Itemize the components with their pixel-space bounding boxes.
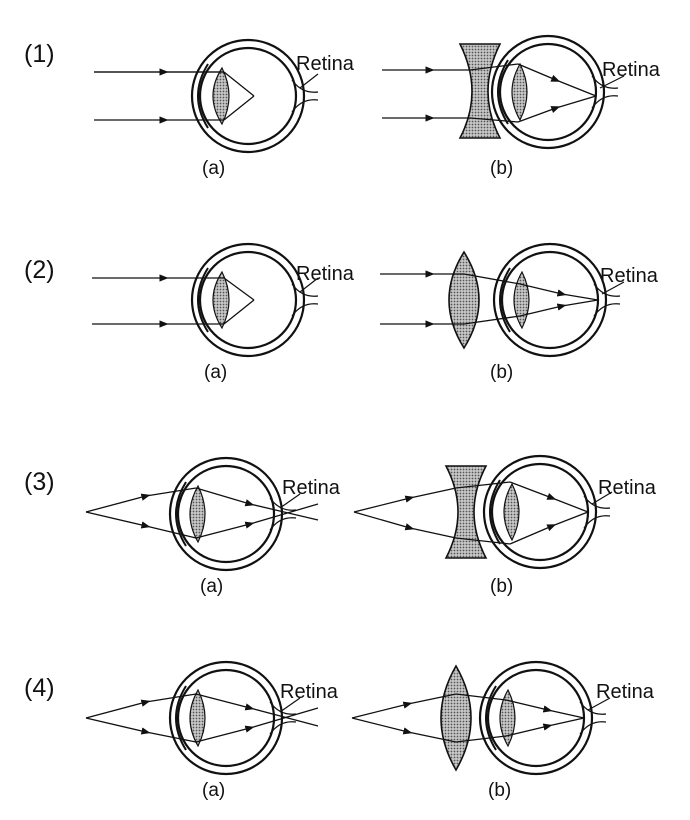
- eye-lens: [189, 484, 206, 544]
- eye-diagram-3a: [85, 456, 319, 572]
- eye-lens: [212, 66, 230, 126]
- cornea: [489, 479, 501, 545]
- retina-label: Retina: [596, 681, 655, 703]
- convex-lens: [440, 664, 472, 772]
- row-number: (4): [24, 674, 55, 702]
- row-2: (2) Retina (a): [24, 242, 659, 383]
- eye-diagram-4a: [85, 660, 319, 776]
- sub-label-a: (a): [200, 576, 223, 597]
- row-4: (4) Retina (a): [24, 660, 655, 801]
- eye-lens: [499, 688, 516, 748]
- sub-label-b: (b): [490, 576, 513, 597]
- eye-lens: [212, 270, 230, 330]
- eye-lens: [513, 270, 530, 330]
- retina-label: Retina: [602, 59, 661, 81]
- concave-lens: [444, 465, 488, 559]
- retina-label: Retina: [280, 681, 339, 703]
- eye-lens: [503, 482, 520, 542]
- retina-label: Retina: [282, 477, 341, 499]
- sub-label-a: (a): [204, 362, 227, 383]
- concave-lens: [458, 43, 502, 139]
- sub-label-a: (a): [202, 158, 225, 179]
- sub-label-b: (b): [488, 780, 511, 801]
- eye-diagram-3b: [353, 454, 613, 570]
- cornea: [197, 267, 209, 333]
- row-3: (3) Retina (a): [24, 454, 657, 597]
- eye-lens: [189, 688, 206, 748]
- eye-diagram-1a: [94, 38, 319, 154]
- retina-label: Retina: [600, 265, 659, 287]
- retina-label: Retina: [296, 53, 355, 75]
- eye-diagram-2a: [92, 242, 319, 358]
- cornea: [175, 685, 187, 751]
- eye-lens: [511, 62, 528, 122]
- eye-diagram-1b: [382, 34, 625, 150]
- row-number: (3): [24, 468, 55, 496]
- eye-diagram-4b: [351, 660, 611, 776]
- cornea: [499, 267, 511, 333]
- eye-diagram-2b: [380, 242, 625, 358]
- cornea: [197, 63, 209, 129]
- row-1: (1) Retina (a): [24, 34, 661, 179]
- retina-label: Retina: [296, 263, 355, 285]
- convex-lens: [448, 250, 480, 350]
- cornea: [175, 481, 187, 547]
- cornea: [485, 685, 497, 751]
- sub-label-b: (b): [490, 158, 513, 179]
- row-number: (1): [24, 40, 55, 68]
- sub-label-a: (a): [202, 780, 225, 801]
- retina-label: Retina: [598, 477, 657, 499]
- row-number: (2): [24, 256, 55, 284]
- sub-label-b: (b): [490, 362, 513, 383]
